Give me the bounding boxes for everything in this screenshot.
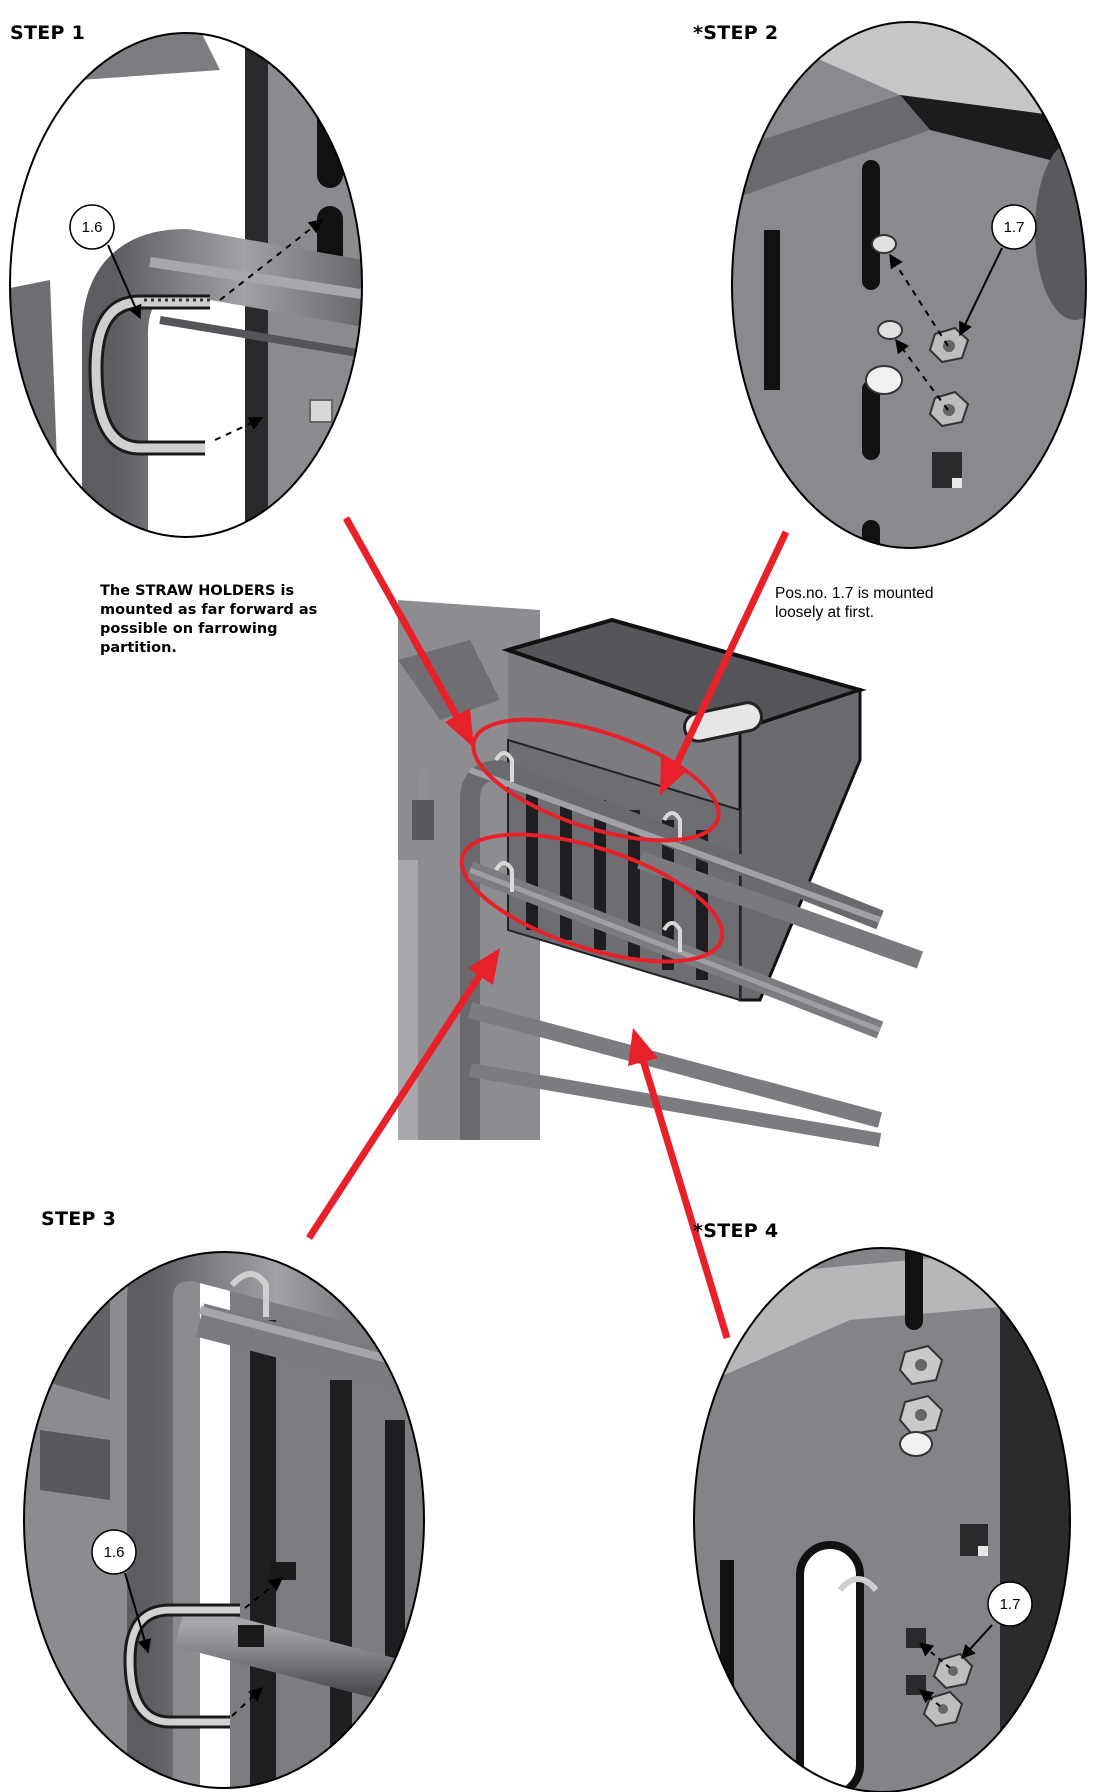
center-assembly-illustration [398, 590, 924, 1147]
arrow-step2-to-upper-rail [660, 530, 790, 795]
step2-note: Pos.no. 1.7 is mounted loosely at first. [775, 585, 934, 621]
step4-title: *STEP 4 [693, 1220, 779, 1242]
callout-label-step1: 1.6 [82, 219, 103, 236]
step1-detail-view: 1.6 [9, 32, 363, 538]
callout-label-step4: 1.7 [1000, 1596, 1021, 1613]
callout-label-step2: 1.7 [1004, 219, 1025, 236]
step2-detail-view: 1.7 [731, 21, 1087, 549]
callout-bubble-1-7-top: 1.7 [959, 204, 1037, 337]
upper-rail-highlight [471, 717, 721, 843]
callout-label-step3: 1.6 [104, 1544, 125, 1561]
step3-title: STEP 3 [41, 1208, 117, 1230]
arrow-step4-to-lower-rail [628, 1028, 731, 1340]
callout-bubble-1-6-bottom: 1.6 [91, 1529, 152, 1654]
step1-note: The STRAW HOLDERS is mounted as far forw… [100, 583, 318, 656]
step3-detail-view: 1.6 [23, 1251, 425, 1789]
step4-detail-view: 1.7 [693, 1247, 1071, 1792]
arrow-step1-to-upper-rail [342, 516, 474, 748]
connector-arrows [306, 516, 790, 1340]
callout-bubble-1-7-bottom: 1.7 [961, 1581, 1033, 1660]
arrow-step3-to-lower-rail [306, 948, 500, 1240]
callout-bubble-1-6-top: 1.6 [69, 204, 142, 320]
step1-title: STEP 1 [10, 22, 86, 44]
lower-rail-highlight [459, 832, 725, 964]
step2-title: *STEP 2 [693, 22, 779, 44]
highlight-rings [459, 717, 725, 964]
